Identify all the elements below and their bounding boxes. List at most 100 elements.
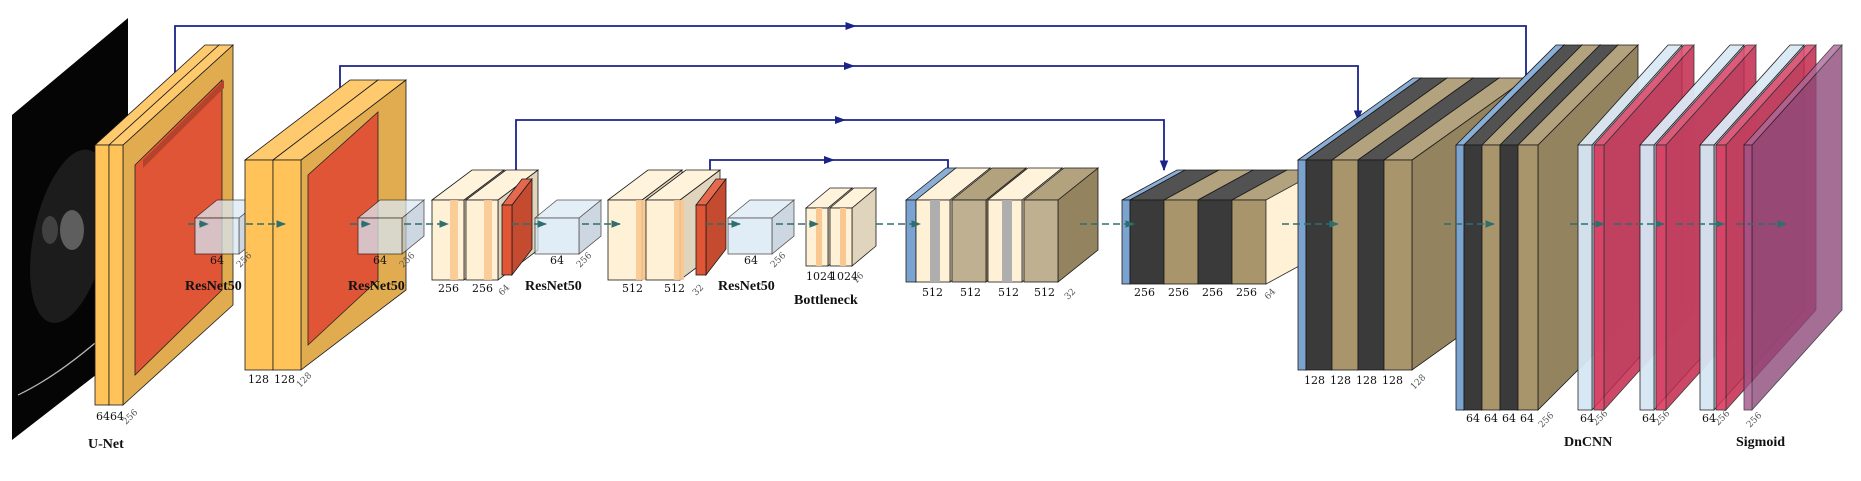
- dec1-gray-b: [1002, 200, 1012, 282]
- enc1-dim-1: 64: [96, 410, 110, 423]
- enc3-layer-a-front: [431, 199, 465, 281]
- dn3-dim-1: 64: [1702, 412, 1716, 425]
- skip-enc2-dec3-mid-arrow: [844, 62, 855, 70]
- sigmoid-layer-front: [1743, 144, 1753, 411]
- input-ct-scan-spine: [60, 210, 84, 250]
- enc4-stripe-a: [636, 200, 646, 280]
- enc1-layer-b-front: [108, 144, 124, 406]
- bott-dim-1: 1024: [806, 270, 834, 283]
- dec1-layer-d: [1022, 167, 1100, 283]
- dec4-layer-a-front: [1463, 144, 1483, 411]
- sigmoid-layer: [1743, 43, 1843, 412]
- layer-blocks: [12, 18, 1843, 440]
- enc4-dim-3: 32: [691, 283, 706, 298]
- dec4-layer-b-front: [1481, 144, 1501, 411]
- dec3-concat-a-front: [1297, 159, 1307, 371]
- dn1-in-front: [1577, 144, 1593, 411]
- resnet2-label: ResNet50: [348, 279, 405, 294]
- dec3-layer-b-front: [1331, 159, 1359, 371]
- dec4-concat-a-front: [1455, 144, 1465, 411]
- dec2-layer-d-front: [1231, 199, 1267, 285]
- dn3-conv-front: [1715, 144, 1727, 411]
- sig-dim-1: 256: [1745, 411, 1764, 430]
- resnet1-label: ResNet50: [185, 279, 242, 294]
- rn4-dim-1: 64: [744, 254, 758, 267]
- dec1-layer-d-front: [1023, 199, 1059, 283]
- enc3-dim-2: 256: [472, 282, 493, 295]
- skip-enc1-dec4-mid-arrow: [845, 22, 857, 30]
- dec4-dim-4: 64: [1520, 412, 1534, 425]
- dec3-dim-3: 128: [1356, 374, 1377, 387]
- enc4-stripe-b: [674, 200, 684, 280]
- sigmoid-label: Sigmoid: [1736, 435, 1785, 450]
- enc4-feature-map-front: [695, 204, 707, 276]
- resnet4-label: ResNet50: [718, 279, 775, 294]
- rn1-dim-1: 64: [210, 254, 224, 267]
- dec2-dim-1: 256: [1134, 286, 1155, 299]
- dn1-dim-1: 64: [1580, 412, 1594, 425]
- enc1-feature-edge: [143, 80, 224, 168]
- enc1-dim-2: 64: [110, 410, 124, 423]
- enc4-dim-2: 512: [664, 282, 685, 295]
- dec1-dim-4: 512: [1034, 286, 1055, 299]
- resnet3-label: ResNet50: [525, 279, 582, 294]
- dec3-layer-c-front: [1357, 159, 1385, 371]
- enc2-feature-map: [307, 111, 379, 346]
- rn3-dim-1: 64: [550, 254, 564, 267]
- dec1-gray-a: [930, 200, 940, 282]
- skip-enc4-dec1: [709, 159, 949, 188]
- resnet4-block: [726, 199, 796, 255]
- bottleneck-stripe-b: [840, 208, 846, 266]
- bott-dim-2: 1024: [830, 270, 858, 283]
- dec4-layer-c-front: [1499, 144, 1519, 411]
- dec2-concat-a-front: [1121, 199, 1131, 285]
- enc2-dim-3: 128: [295, 371, 314, 390]
- enc3-stripe-b: [484, 200, 492, 280]
- enc3-dim-1: 256: [438, 282, 459, 295]
- input-ct-scan-organ: [42, 216, 58, 244]
- enc1-layer-a-front: [94, 144, 110, 406]
- bottleneck-stripe-a: [816, 208, 822, 266]
- enc3-feature-map-front: [501, 204, 513, 276]
- enc4-dim-1: 512: [622, 282, 643, 295]
- dec4-layer-d-front: [1517, 144, 1539, 411]
- dncnn-label: DnCNN: [1564, 435, 1612, 450]
- dec1-dim-3: 512: [998, 286, 1019, 299]
- dec4-dim-5: 256: [1537, 411, 1556, 430]
- enc2-layer-a-front: [244, 159, 274, 371]
- dec3-dim-1: 128: [1304, 374, 1325, 387]
- dec1-dim-1: 512: [922, 286, 943, 299]
- dec2-layer-a-front: [1129, 199, 1165, 285]
- dec3-dim-4: 128: [1382, 374, 1403, 387]
- dn1-conv-front: [1593, 144, 1605, 411]
- resnet3-block-front: [534, 217, 580, 255]
- enc4-feature-map: [695, 177, 727, 277]
- rn2-dim-1: 64: [373, 254, 387, 267]
- skip-enc2-dec3: [339, 65, 1359, 120]
- dec2-layer-b-front: [1163, 199, 1199, 285]
- dec2-dim-4: 256: [1236, 286, 1257, 299]
- enc3-dim-3: 64: [497, 283, 512, 298]
- dn3-in-front: [1699, 144, 1715, 411]
- dec1-concat-a-front: [905, 199, 917, 283]
- resnet3-block: [533, 199, 603, 255]
- dec4-dim-2: 64: [1484, 412, 1498, 425]
- dec3-layer-a-front: [1305, 159, 1333, 371]
- dn2-conv-front: [1655, 144, 1667, 411]
- skip-enc3-dec2-mid-arrow: [835, 116, 846, 124]
- dn2-in-front: [1639, 144, 1655, 411]
- dec3-layer-d-front: [1383, 159, 1413, 371]
- enc2-layer-b-front: [272, 159, 302, 371]
- skip-enc4-dec1-mid-arrow: [824, 156, 835, 164]
- dn2-dim-1: 64: [1642, 412, 1656, 425]
- dec2-dim-5: 64: [1263, 287, 1278, 302]
- dec4-dim-3: 64: [1502, 412, 1516, 425]
- dec3-dim-5: 128: [1409, 373, 1428, 392]
- dec1-dim-2: 512: [960, 286, 981, 299]
- dec2-dim-3: 256: [1202, 286, 1223, 299]
- dec3-dim-2: 128: [1330, 374, 1351, 387]
- dec1-layer-b-front: [951, 199, 987, 283]
- enc3-feature-map: [501, 177, 533, 277]
